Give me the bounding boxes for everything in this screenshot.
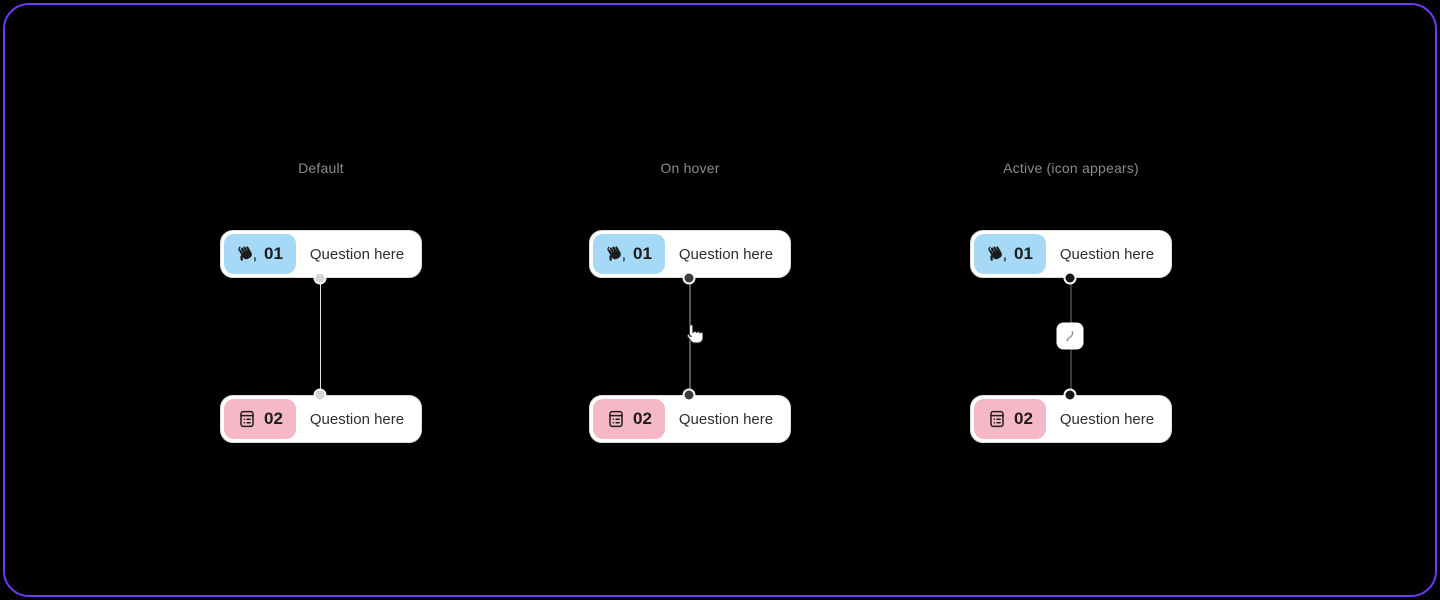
curve-connector-icon [1063, 329, 1078, 344]
step-badge-01: 01 [224, 234, 296, 274]
step-number: 02 [264, 409, 283, 428]
step-number: 01 [633, 244, 652, 263]
state-label: Default [298, 160, 344, 176]
list-details-icon [606, 409, 626, 429]
hand-pointer-cursor [684, 323, 704, 349]
connector-default[interactable] [220, 273, 422, 400]
step-badge-02: 02 [593, 399, 665, 439]
connector-endpoint-top[interactable] [684, 273, 694, 283]
step-number: 02 [1014, 409, 1033, 428]
step-badge-02: 02 [224, 399, 296, 439]
connector-active[interactable] [970, 273, 1172, 400]
waving-hand-icon [606, 244, 626, 264]
question-label: Question here [1059, 245, 1155, 263]
state-column-active: Active (icon appears) 01 Question here [970, 0, 1172, 600]
state-label: On hover [660, 160, 720, 176]
question-node-01[interactable]: 01 Question here [970, 230, 1172, 278]
step-badge-01: 01 [974, 234, 1046, 274]
step-badge-01: 01 [593, 234, 665, 274]
waving-hand-icon [987, 244, 1007, 264]
question-node-02[interactable]: 02 Question here [220, 395, 422, 443]
state-column-default: Default 01 Question here 02 Question her… [220, 0, 422, 600]
connector-action-chip[interactable] [1056, 322, 1084, 350]
list-details-icon [237, 409, 257, 429]
step-number: 01 [1014, 244, 1033, 263]
step-number: 01 [264, 244, 283, 263]
step-badge-02: 02 [974, 399, 1046, 439]
connector-line[interactable] [320, 278, 321, 395]
question-label: Question here [678, 245, 774, 263]
connector-endpoint-bottom[interactable] [684, 390, 694, 400]
question-label: Question here [309, 410, 405, 428]
question-node-02[interactable]: 02 Question here [589, 395, 791, 443]
connector-hovered[interactable] [589, 273, 791, 400]
question-node-01[interactable]: 01 Question here [220, 230, 422, 278]
question-node-02[interactable]: 02 Question here [970, 395, 1172, 443]
connector-endpoint-top[interactable] [315, 273, 325, 283]
question-label: Question here [1059, 410, 1155, 428]
connector-endpoint-top[interactable] [1065, 273, 1075, 283]
question-node-01[interactable]: 01 Question here [589, 230, 791, 278]
question-label: Question here [309, 245, 405, 263]
connector-endpoint-bottom[interactable] [1065, 390, 1075, 400]
step-number: 02 [633, 409, 652, 428]
state-label: Active (icon appears) [1003, 160, 1139, 176]
connector-endpoint-bottom[interactable] [315, 390, 325, 400]
question-label: Question here [678, 410, 774, 428]
waving-hand-icon [237, 244, 257, 264]
list-details-icon [987, 409, 1007, 429]
state-column-hover: On hover 01 Question here 02 Question he… [589, 0, 791, 600]
